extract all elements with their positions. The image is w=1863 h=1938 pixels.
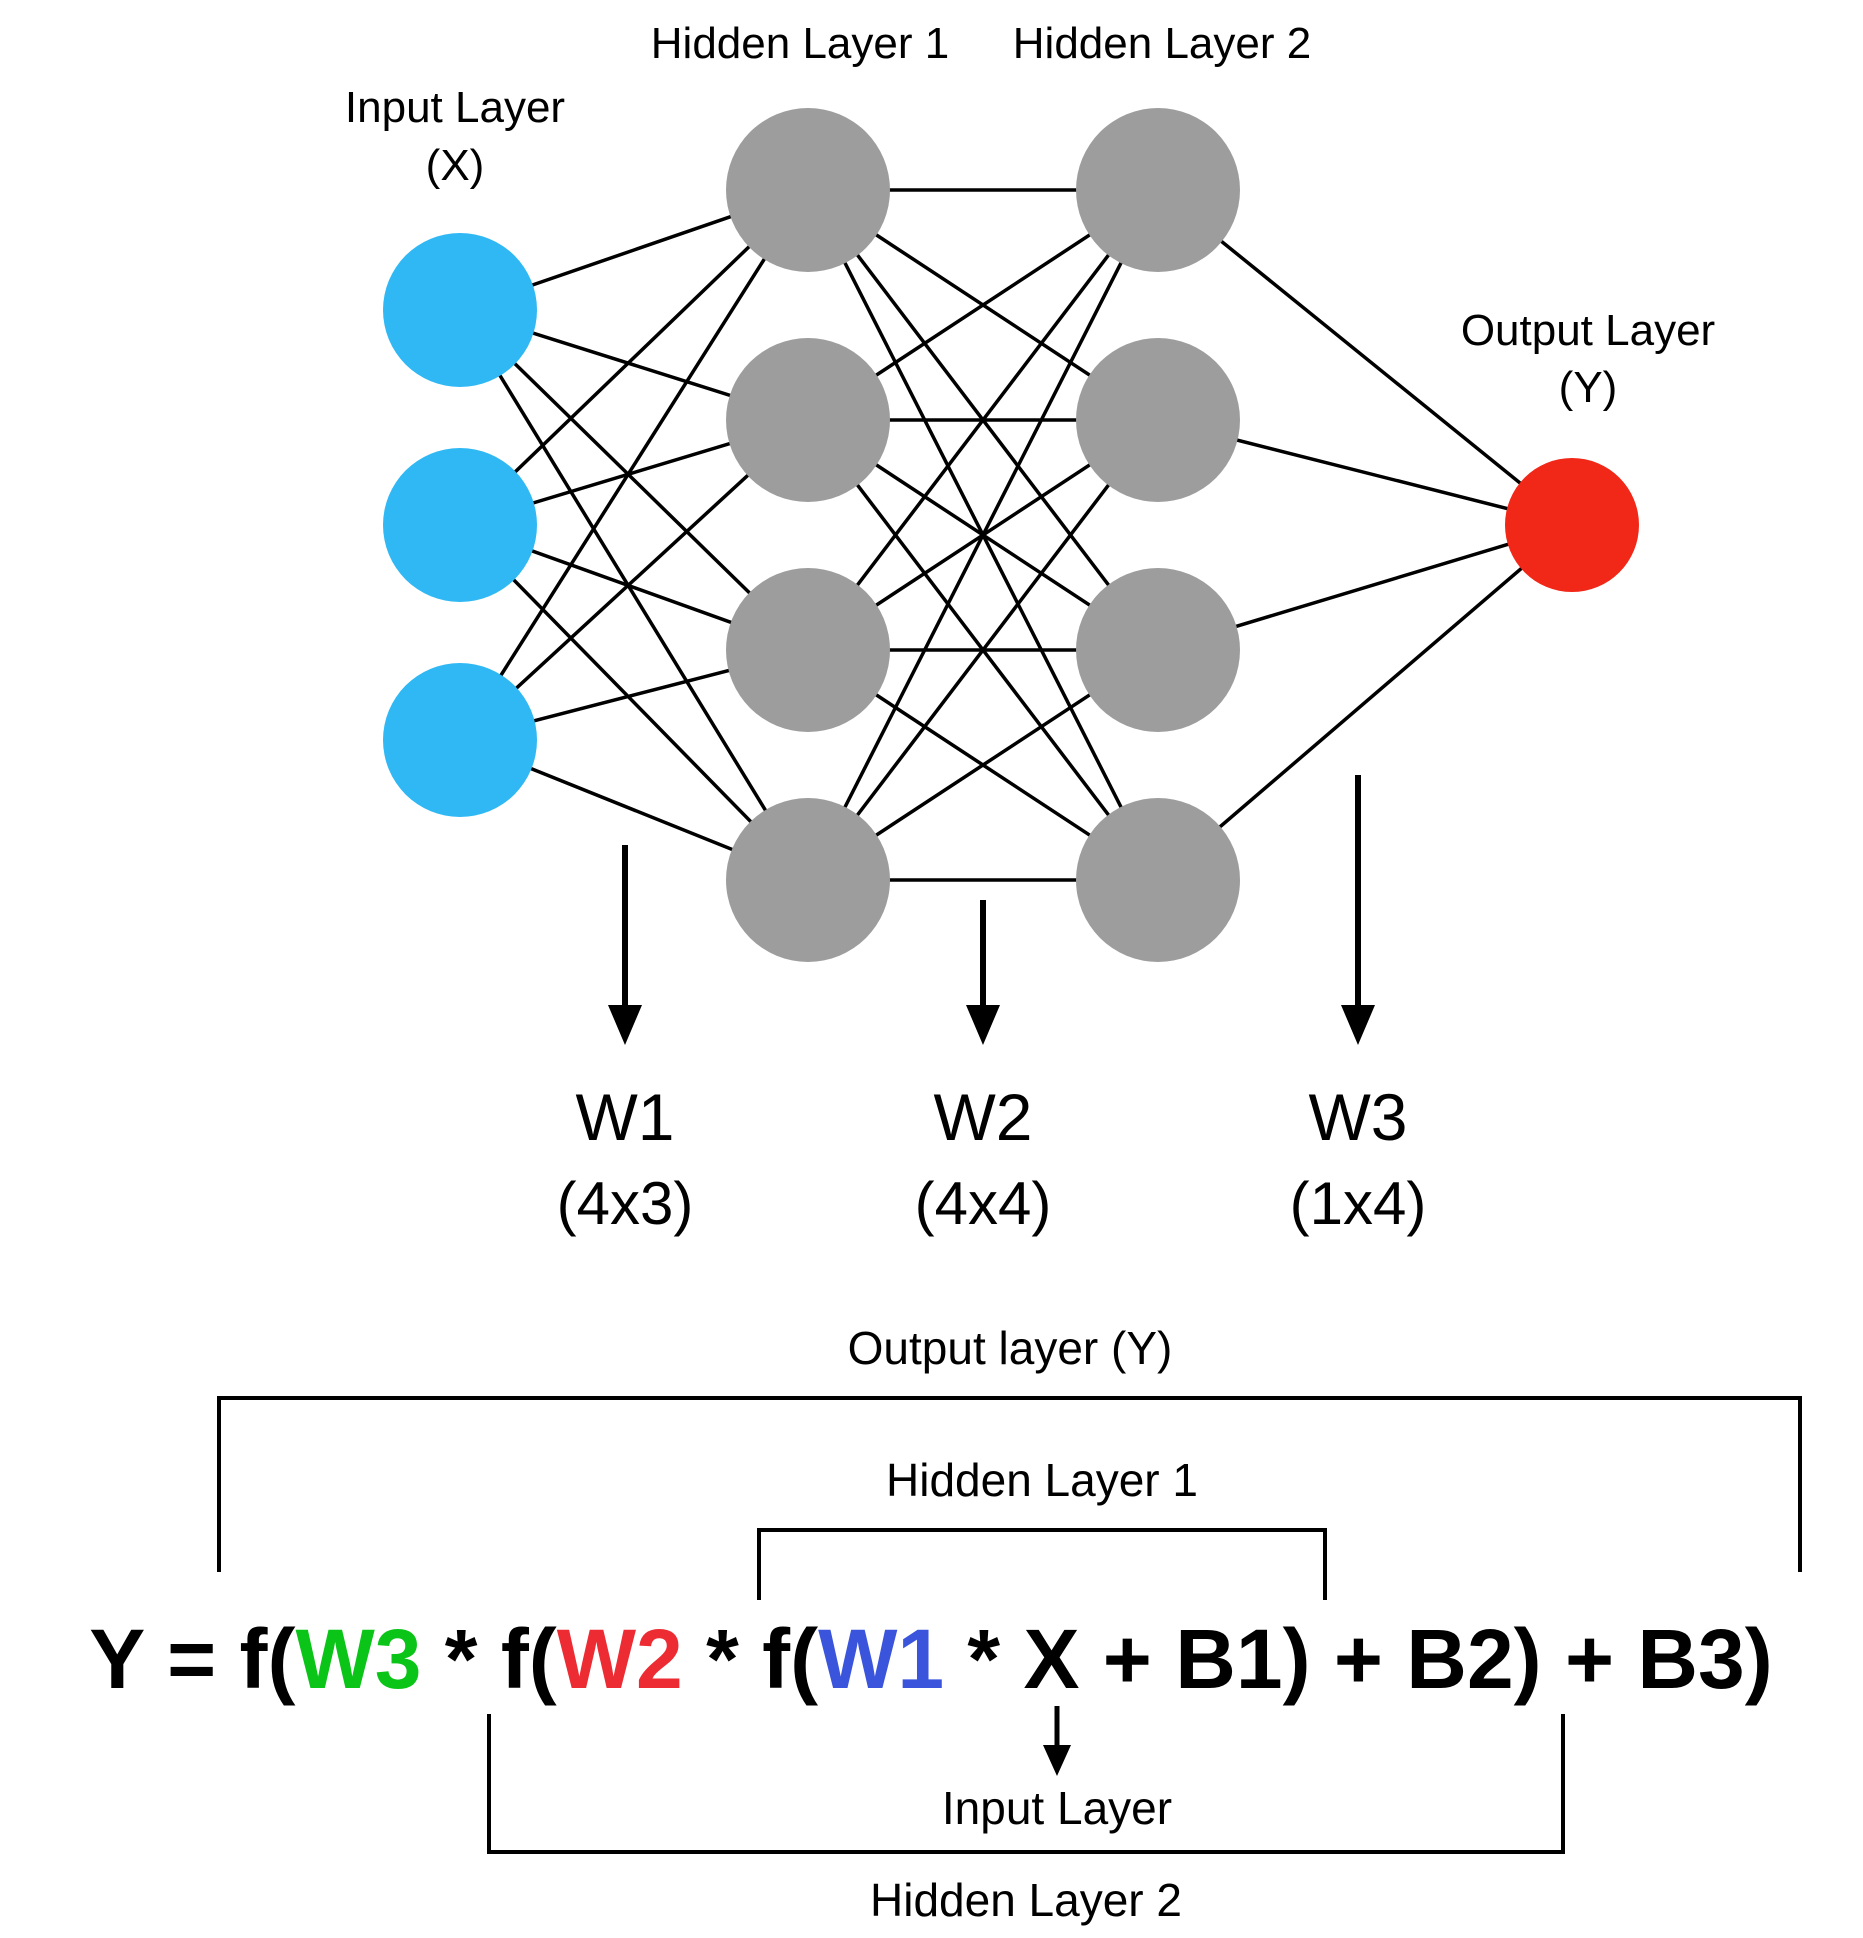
w1-arrow-head — [608, 1005, 642, 1045]
input-layer-label: Input Layer — [345, 83, 565, 132]
w2-arrow-head — [966, 1005, 1000, 1045]
equation: Y = f(W3 * f(W2 * f(W1 * X + B1) + B2) +… — [89, 1612, 1772, 1706]
connection-line — [806, 189, 1160, 881]
w2-dims: (4x4) — [915, 1170, 1052, 1237]
x-input-arrow-head — [1043, 1745, 1071, 1776]
equation-segment: * f( — [683, 1612, 818, 1706]
input-node-2 — [383, 448, 537, 602]
output-layer-sublabel: (Y) — [1559, 363, 1618, 412]
hidden2-node-3 — [1076, 568, 1240, 732]
connection-line — [1156, 523, 1574, 882]
hidden-layer-2-nodes — [1076, 108, 1240, 962]
equation-segment: Y = f( — [89, 1612, 295, 1706]
connections-hidden1-to-hidden2 — [806, 188, 1160, 882]
output-node — [1505, 458, 1639, 592]
equation-segment-w2: W2 — [557, 1612, 683, 1706]
hidden1-node-3 — [726, 568, 890, 732]
output-layer-bracket — [217, 1396, 1802, 1572]
connection-line — [458, 523, 810, 882]
w3-dims: (1x4) — [1290, 1170, 1427, 1237]
formula-hidden-layer-2-label: Hidden Layer 2 — [870, 1874, 1182, 1926]
input-node-3 — [383, 663, 537, 817]
input-node-1 — [383, 233, 537, 387]
hidden-layer-1-nodes — [726, 108, 890, 962]
w1-label: W1 — [576, 1080, 675, 1154]
w3-arrow-head — [1341, 1005, 1375, 1045]
equation-segment-w1: W1 — [818, 1612, 944, 1706]
input-layer-sublabel: (X) — [426, 141, 485, 190]
w3-label: W3 — [1309, 1080, 1408, 1154]
hidden2-node-2 — [1076, 338, 1240, 502]
hidden1-node-1 — [726, 108, 890, 272]
w3-arrow — [1341, 775, 1375, 1045]
w1-arrow — [608, 845, 642, 1045]
connection-line — [458, 189, 810, 741]
equation-segment-w3: W3 — [295, 1612, 421, 1706]
hidden1-node-4 — [726, 798, 890, 962]
equation-segment: * X + B1) + B2) + B3) — [944, 1612, 1773, 1706]
w2-label: W2 — [934, 1080, 1033, 1154]
w2-arrow — [966, 900, 1000, 1045]
x-input-arrow — [1043, 1706, 1071, 1776]
formula-input-layer-label: Input Layer — [942, 1782, 1172, 1834]
formula-output-layer-label: Output layer (Y) — [848, 1322, 1173, 1374]
input-layer-nodes — [383, 233, 537, 817]
hidden-layer-1-bracket — [757, 1528, 1327, 1600]
formula-hidden-layer-1-label: Hidden Layer 1 — [886, 1454, 1198, 1506]
hidden-layer-2-bracket — [487, 1714, 1565, 1854]
hidden1-node-2 — [726, 338, 890, 502]
connection-line — [458, 309, 810, 881]
w1-dims: (4x3) — [557, 1170, 694, 1237]
connection-line — [806, 418, 1160, 882]
connection-line — [1156, 188, 1574, 527]
hidden2-node-1 — [1076, 108, 1240, 272]
equation-segment: * f( — [421, 1612, 556, 1706]
hidden-layer-1-label: Hidden Layer 1 — [651, 19, 949, 68]
connection-line — [806, 188, 1160, 652]
hidden-layer-2-label: Hidden Layer 2 — [1013, 19, 1311, 68]
output-layer-label: Output Layer — [1461, 306, 1715, 355]
hidden2-node-4 — [1076, 798, 1240, 962]
